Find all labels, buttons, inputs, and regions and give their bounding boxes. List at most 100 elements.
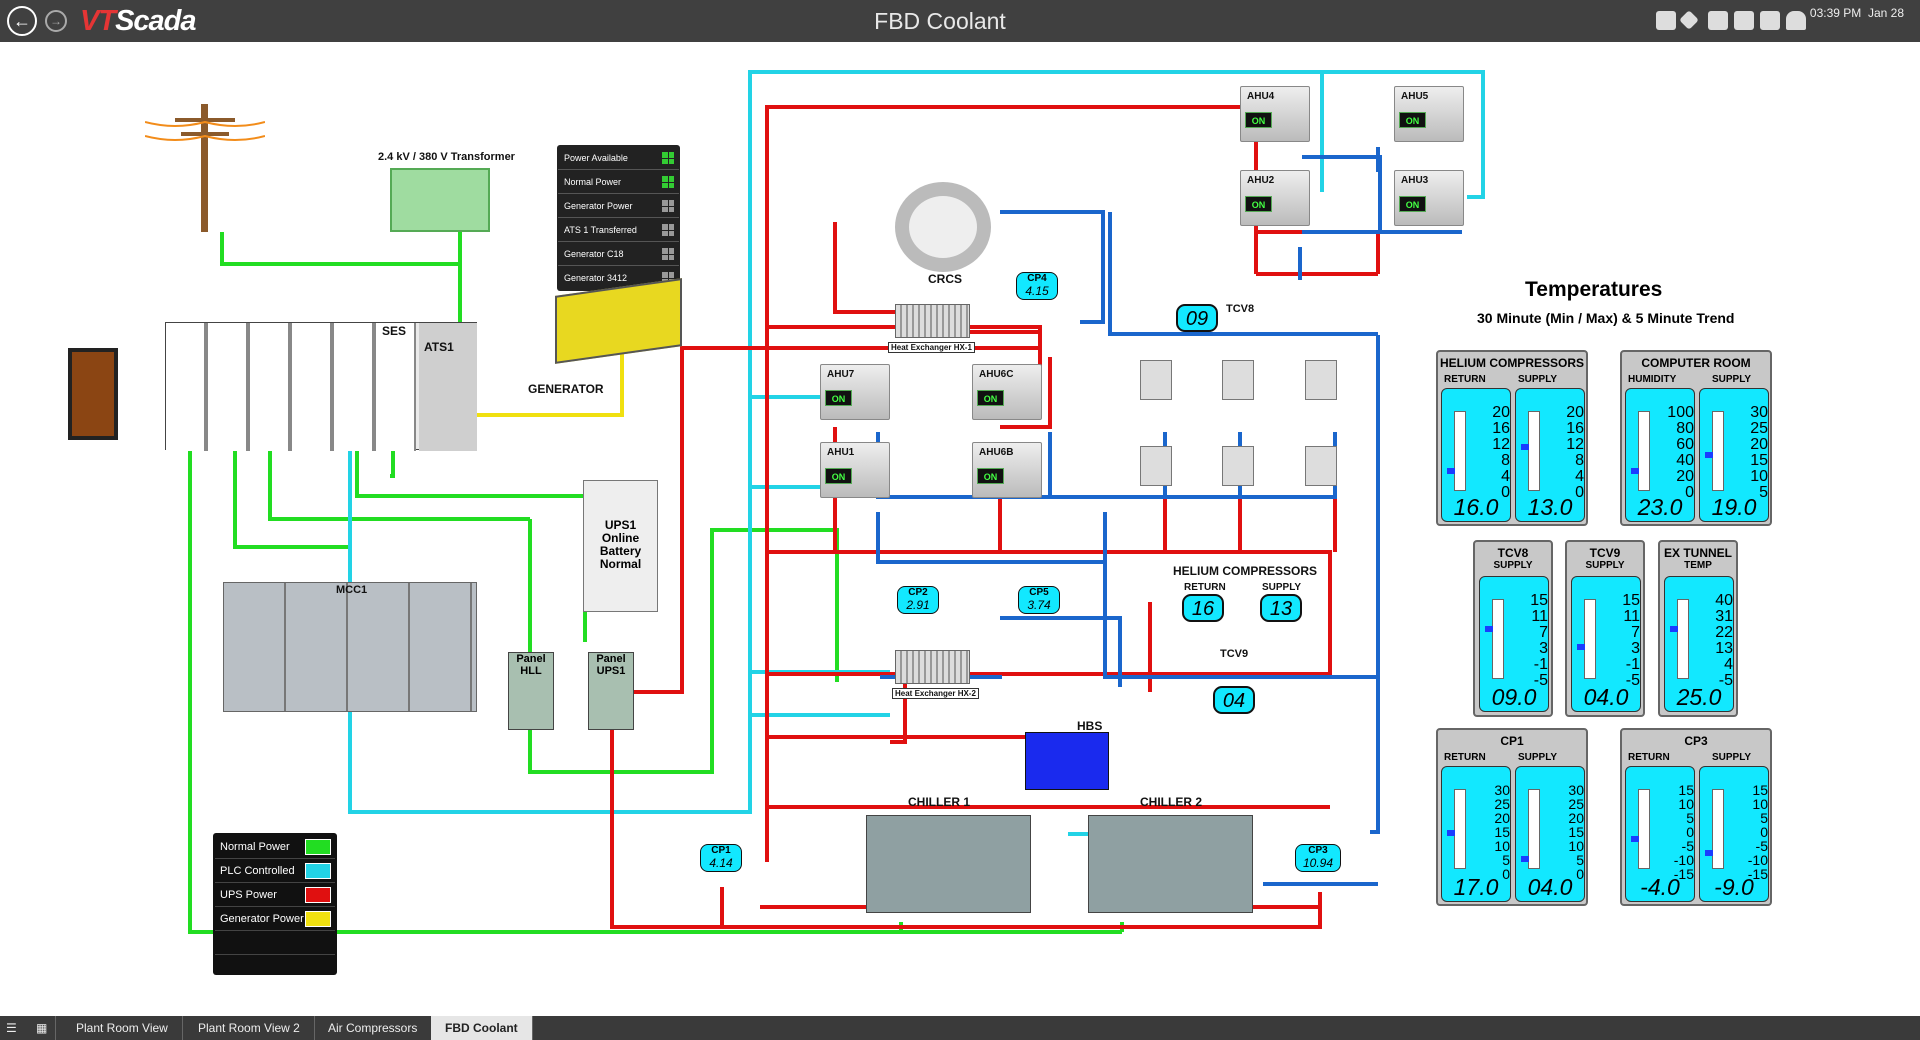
he-return-label: RETURN — [1184, 582, 1226, 593]
panel-ups1-label: Panel — [596, 653, 626, 665]
clock: 03:39 PM Jan 28 — [1809, 6, 1904, 20]
door-icon[interactable] — [68, 348, 118, 440]
ups1-battery: Battery — [599, 544, 642, 558]
hx2-label: Heat Exchanger HX-2 — [892, 688, 979, 699]
gauge-label: RETURN — [1628, 752, 1670, 763]
gauge-label: SUPPLY — [1712, 752, 1752, 763]
ahu-status: ON — [825, 390, 852, 406]
chiller1-unit[interactable] — [866, 815, 1031, 913]
ahu-status: ON — [977, 390, 1004, 406]
tcv9-readout: 04 — [1213, 686, 1255, 714]
temp-panel-title: TCV9 — [1589, 546, 1621, 560]
status-row: Normal Power — [558, 170, 679, 194]
tcv8-label: TCV8 — [1226, 303, 1255, 315]
he-supply-label: SUPPLY — [1262, 582, 1302, 593]
status-indicator — [662, 176, 674, 188]
gauge-label: SUPPLY — [1493, 560, 1533, 571]
back-button[interactable]: ← — [7, 6, 37, 36]
hbs-label: HBS — [1077, 719, 1103, 733]
he-compressors-label: HELIUM COMPRESSORS — [1173, 564, 1318, 578]
crcs-bearing-icon[interactable] — [895, 182, 991, 272]
chiller2-label: CHILLER 2 — [1140, 795, 1203, 809]
status-row: Generator C18 — [558, 242, 679, 266]
legend-item: PLC Controlled — [215, 859, 335, 883]
temp-panel-title: COMPUTER ROOM — [1641, 356, 1751, 370]
he-supply-readout: 13 — [1260, 594, 1302, 622]
page-title: FBD Coolant — [874, 8, 1006, 34]
ahu-status: ON — [1245, 112, 1272, 128]
image-icon[interactable] — [1656, 11, 1676, 30]
switchgear — [165, 322, 477, 451]
heat-exchanger-hx2[interactable] — [895, 650, 970, 684]
status-indicator — [662, 200, 674, 212]
gauge-label: HUMIDITY — [1628, 374, 1677, 385]
chiller2-unit[interactable] — [1088, 815, 1253, 913]
grid-icon[interactable]: ▦ — [28, 1016, 57, 1040]
hbs-unit[interactable] — [1025, 732, 1109, 790]
forward-button[interactable]: → — [45, 10, 67, 32]
temp-panel-title: TCV8 — [1497, 546, 1529, 560]
ups-power-lines — [610, 105, 1380, 929]
legend-swatch — [305, 887, 331, 903]
ses-label: SES — [382, 324, 407, 338]
helium-compressor-unit[interactable] — [1140, 360, 1172, 400]
panel-hll-name: HLL — [520, 665, 542, 677]
legend-item: Generator Power — [215, 907, 335, 931]
list-icon[interactable] — [1734, 11, 1754, 30]
temperatures-subtitle: 30 Minute (Min / Max) & 5 Minute Trend — [1477, 310, 1735, 326]
chiller1-label: CHILLER 1 — [908, 795, 971, 809]
panel-ups1-name: UPS1 — [596, 665, 626, 677]
heat-exchanger-hx1[interactable] — [895, 304, 970, 338]
bell-icon[interactable] — [1786, 11, 1806, 30]
tab-plant-room-view-2[interactable]: Plant Room View 2 — [184, 1016, 315, 1040]
he-return-readout: 16 — [1182, 594, 1224, 622]
ahu-status: ON — [977, 468, 1004, 484]
helium-compressor-unit[interactable] — [1222, 360, 1254, 400]
menu-icon[interactable]: ☰ — [6, 1021, 17, 1035]
tab-air-compressors[interactable]: Air Compressors — [314, 1016, 433, 1040]
temperatures-title: Temperatures — [1525, 278, 1663, 301]
gauge-label: RETURN — [1444, 374, 1486, 385]
mcc1-cabinet[interactable] — [223, 582, 477, 712]
utility-pole-icon — [145, 104, 265, 232]
helium-compressor-unit[interactable] — [1140, 446, 1172, 486]
tab-fbd-coolant[interactable]: FBD Coolant — [431, 1016, 533, 1040]
gauge-label: RETURN — [1444, 752, 1486, 763]
tab-plant-room-view[interactable]: Plant Room View — [62, 1016, 183, 1040]
ahu-status: ON — [1399, 112, 1426, 128]
ups1-cabinet[interactable]: UPS1 Online Battery Normal — [583, 480, 658, 612]
coolant-diagram: 2.4 kV / 380 V Transformer SES ATS1 Powe… — [0, 42, 1920, 1016]
helium-compressor-unit[interactable] — [1305, 446, 1337, 486]
alarm-settings-icon[interactable] — [1708, 11, 1728, 30]
plc-controlled-lines — [348, 70, 1485, 836]
helium-compressor-unit[interactable] — [1305, 360, 1337, 400]
helium-compressor-unit[interactable] — [1222, 446, 1254, 486]
print-icon[interactable] — [1760, 11, 1780, 30]
